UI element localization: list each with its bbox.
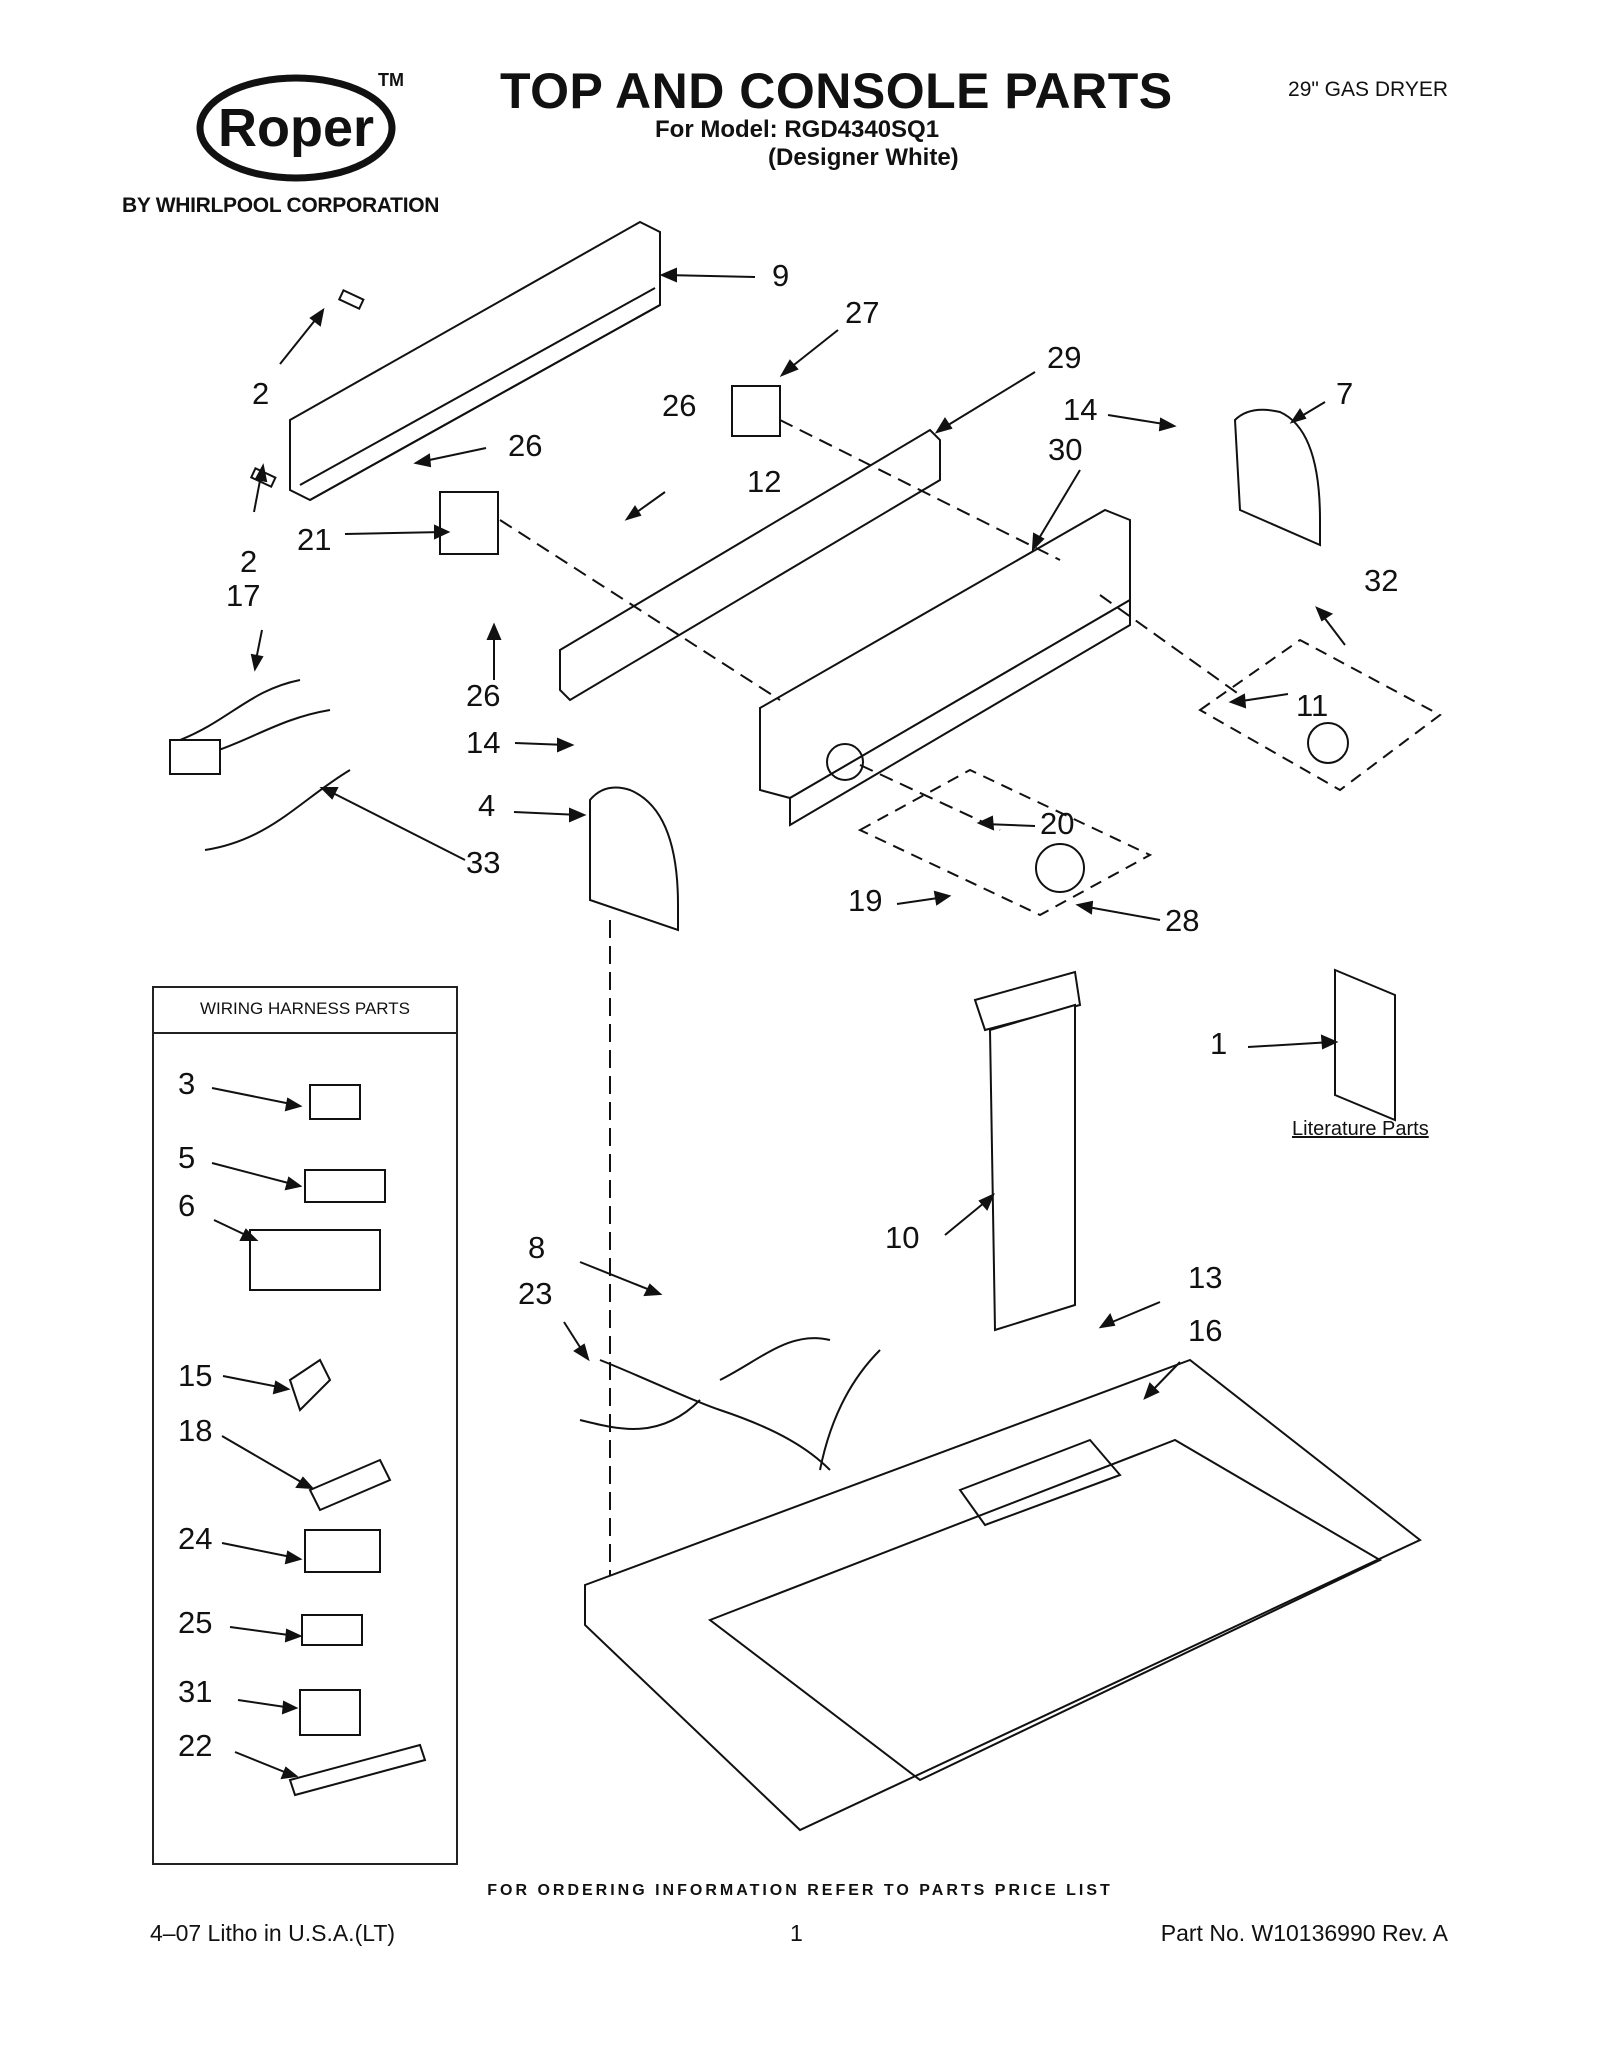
callout-4: 4 — [478, 788, 496, 823]
model-variant: (Designer White) — [768, 144, 959, 171]
callout-26: 26 — [508, 428, 543, 463]
callout-31: 31 — [178, 1674, 213, 1709]
callout-30: 30 — [1048, 432, 1083, 467]
part-number: Part No. W10136990 Rev. A — [1160, 1920, 1448, 1946]
callout-3: 3 — [178, 1066, 196, 1101]
callout-16: 16 — [1188, 1313, 1223, 1348]
callout-17: 17 — [226, 578, 261, 613]
wiring-harness-box — [152, 986, 458, 1865]
wiring-harness-title: WIRING HARNESS PARTS — [152, 986, 458, 1034]
callout-2: 2 — [252, 376, 270, 411]
roper-logo: Roper — [196, 68, 396, 182]
callout-1: 1 — [1210, 1026, 1228, 1061]
callout-13: 13 — [1188, 1260, 1223, 1295]
callout-9: 9 — [772, 258, 790, 293]
product-type: 29" GAS DRYER — [1288, 78, 1448, 101]
callout-20: 20 — [1040, 806, 1075, 841]
callout-29: 29 — [1047, 340, 1082, 375]
callout-11: 11 — [1296, 688, 1329, 723]
callout-26c: 26 — [466, 678, 501, 713]
callout-8: 8 — [528, 1230, 546, 1265]
page-number: 1 — [790, 1920, 803, 1946]
svg-text:Roper: Roper — [218, 98, 374, 158]
callout-19: 19 — [848, 883, 883, 918]
brand-subtitle: BY WHIRLPOOL CORPORATION — [122, 194, 440, 217]
callout-5: 5 — [178, 1140, 196, 1175]
callout-6: 6 — [178, 1188, 196, 1223]
ordering-info: FOR ORDERING INFORMATION REFER TO PARTS … — [487, 1882, 1113, 1899]
callout-32: 32 — [1364, 563, 1399, 598]
callout-15: 15 — [178, 1358, 213, 1393]
callout-12: 12 — [747, 464, 782, 499]
callout-14b: 14 — [466, 725, 501, 760]
callout-23: 23 — [518, 1276, 553, 1311]
callout-10: 10 — [885, 1220, 920, 1255]
callout-2b: 2 — [240, 544, 258, 579]
callout-21: 21 — [297, 522, 332, 557]
callout-14: 14 — [1063, 392, 1098, 427]
callout-24: 24 — [178, 1521, 213, 1556]
footer-litho: 4–07 Litho in U.S.A.(LT) — [150, 1920, 396, 1946]
callout-26b: 26 — [662, 388, 697, 423]
callout-22: 22 — [178, 1728, 213, 1763]
callout-27: 27 — [845, 295, 880, 330]
page-title: TOP AND CONSOLE PARTS — [500, 63, 1173, 119]
callout-28: 28 — [1165, 903, 1200, 938]
callout-7: 7 — [1336, 376, 1354, 411]
callout-33: 33 — [466, 845, 501, 880]
callout-18: 18 — [178, 1413, 213, 1448]
callout-25: 25 — [178, 1605, 213, 1640]
model-number: For Model: RGD4340SQ1 — [655, 116, 940, 143]
trademark: TM — [378, 70, 404, 90]
literature-parts-label: Literature Parts — [1292, 1118, 1429, 1140]
